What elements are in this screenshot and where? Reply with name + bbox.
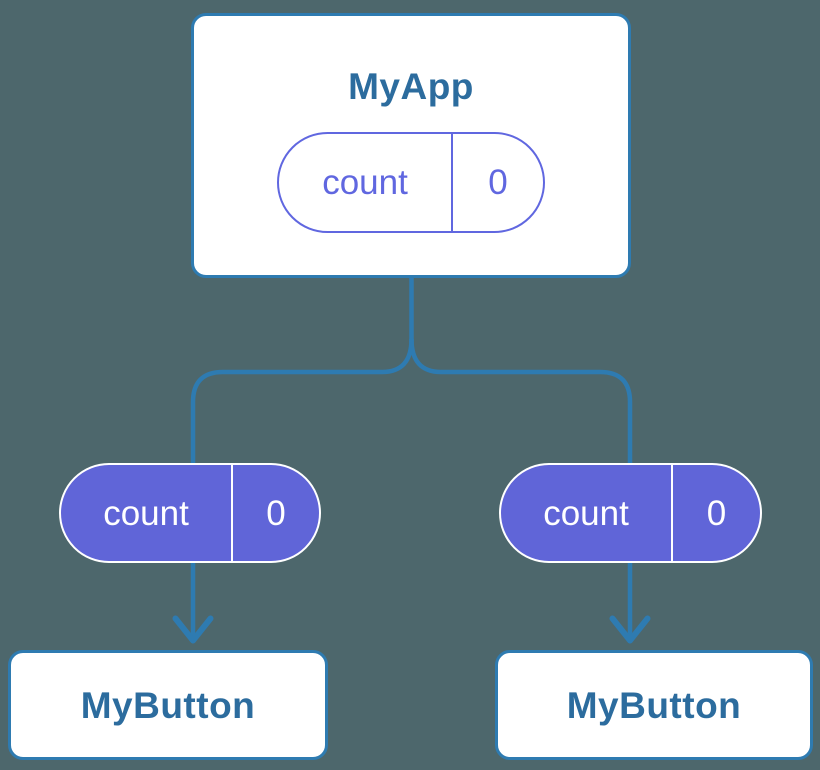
component-card-mybutton-left: MyButton [8, 650, 328, 760]
arrowhead-right-icon [609, 615, 651, 644]
component-card-myapp: MyApp count 0 [191, 13, 631, 278]
component-title-mybutton-left: MyButton [80, 684, 256, 726]
state-pill-root-value: 0 [488, 163, 508, 202]
state-pill-left-value: 0 [266, 493, 286, 533]
arrowhead-left-icon [172, 615, 214, 644]
branch-left [190, 338, 414, 638]
state-pill-right: count 0 [499, 463, 762, 563]
state-pill-root: count 0 [277, 132, 545, 233]
state-pill-right-value: 0 [706, 493, 727, 533]
state-pill-right-label: count [501, 465, 673, 561]
state-pill-left: count 0 [59, 463, 321, 563]
state-pill-left-label: count [61, 465, 233, 561]
component-title-mybutton-right: MyButton [566, 684, 742, 726]
component-card-mybutton-right: MyButton [495, 650, 813, 760]
component-title-myapp: MyApp [348, 66, 474, 107]
state-pill-root-label: count [279, 134, 453, 231]
branch-right [409, 338, 633, 638]
